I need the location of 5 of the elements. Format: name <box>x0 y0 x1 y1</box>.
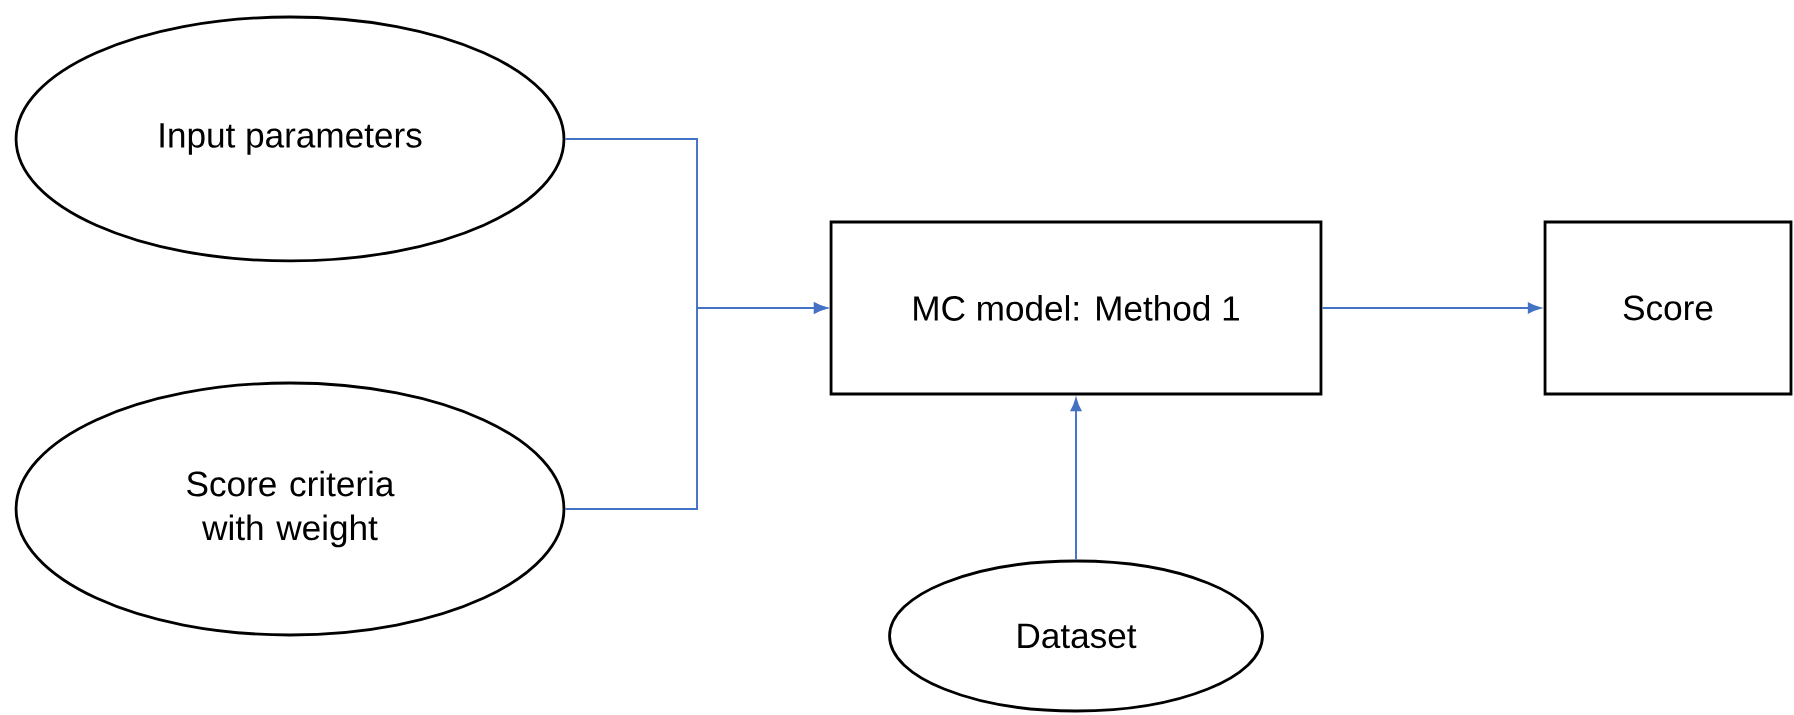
process-box: MC model: Method 1 <box>829 220 1323 396</box>
arrow <box>1321 302 1541 314</box>
process-box: Score <box>1543 220 1793 396</box>
arrow <box>564 302 827 510</box>
arrow <box>1070 398 1082 561</box>
